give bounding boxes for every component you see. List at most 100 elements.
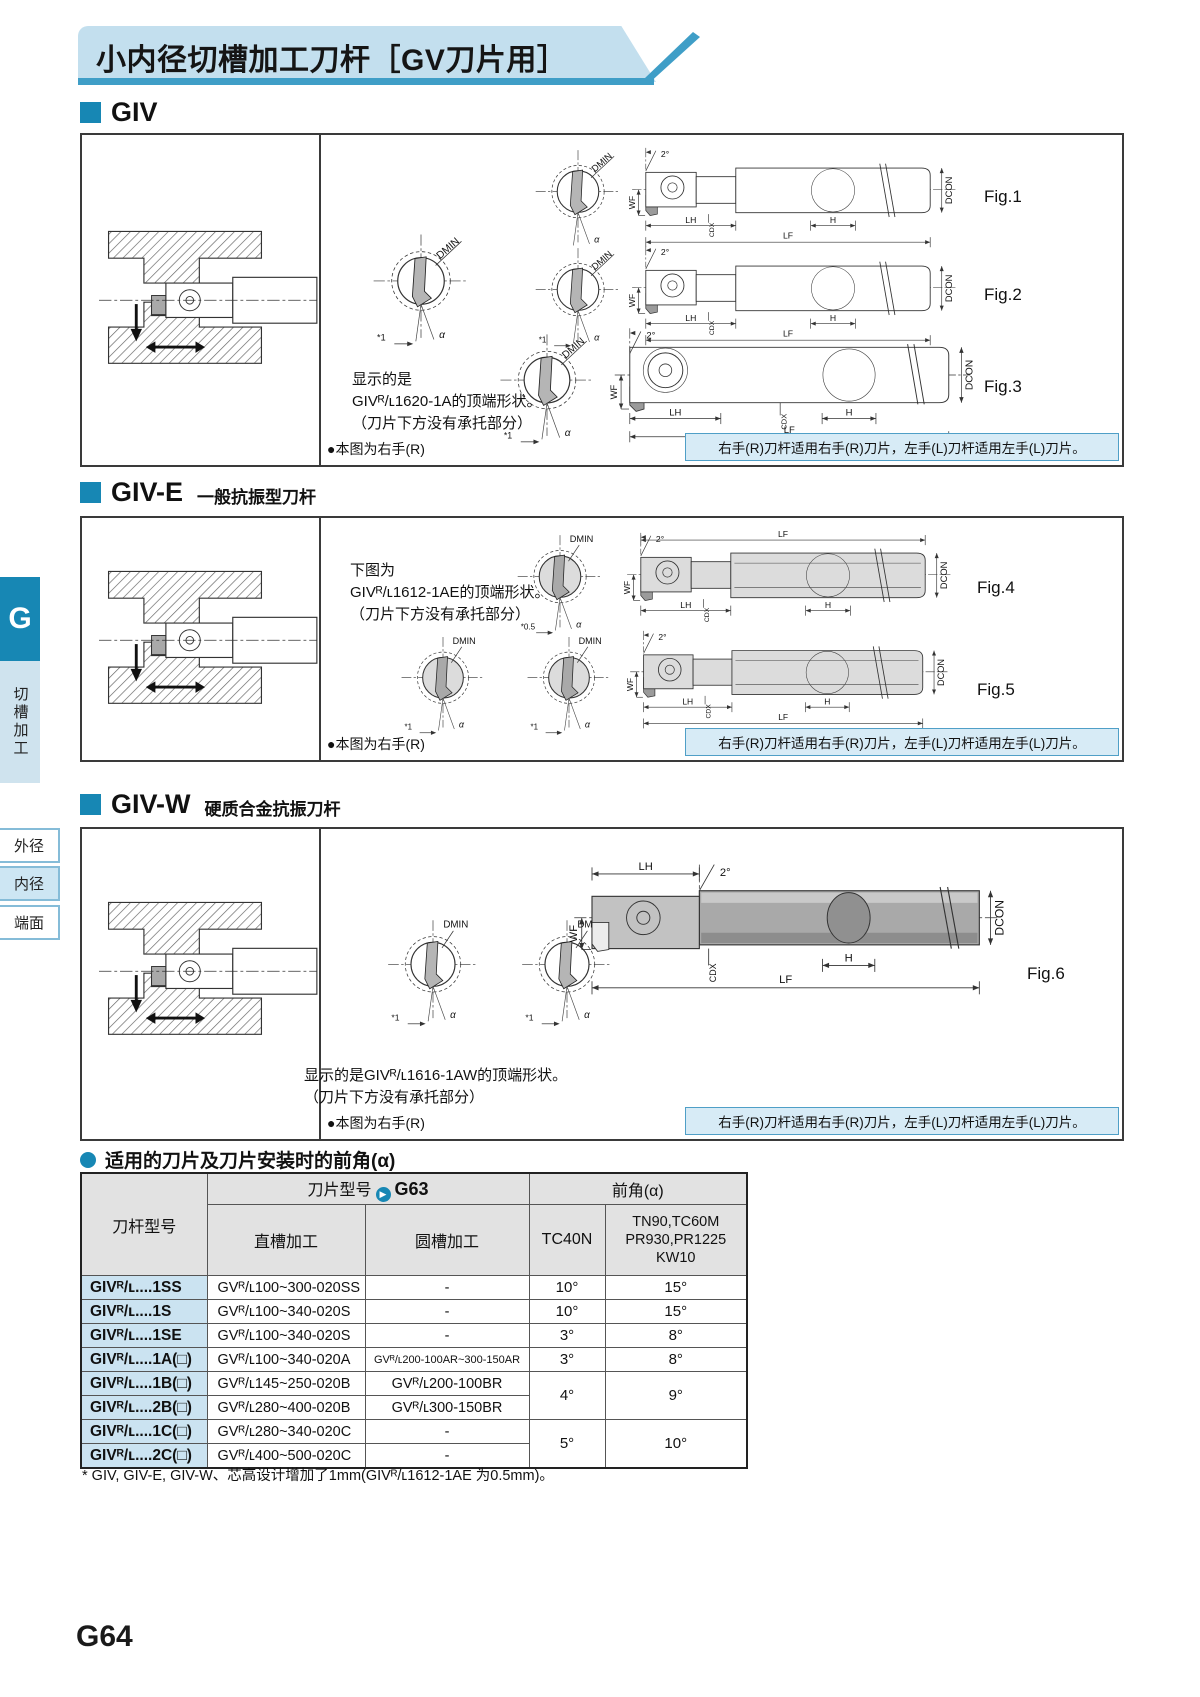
section-title: GIV-E [111, 477, 184, 507]
dim-cdx: CDX [709, 320, 716, 335]
section-subtitle: 硬质合金抗振刀杆 [204, 800, 341, 819]
section-square-icon [80, 482, 101, 503]
figure-label: Fig.2 [984, 285, 1022, 304]
cell-round-groove: - [364, 1443, 530, 1469]
cell-round-groove: GVᴿ/ʟ200-100AR~300-150AR [364, 1347, 530, 1372]
page-title: 小内径切槽加工刀杆［GV刀片用］ [96, 44, 568, 77]
bullet-icon [80, 1151, 96, 1168]
cell-straight-groove: GVᴿ/ʟ280~400-020B [206, 1395, 366, 1420]
hand-rule-strip: 右手(R)刀杆适用右手(R)刀片，左手(L)刀杆适用左手(L)刀片。 [685, 433, 1119, 461]
dim-lh: LH [680, 600, 691, 610]
cutaway-diagram [94, 891, 319, 1063]
dim-alpha: α [576, 619, 582, 629]
dim-wf: WF [627, 196, 637, 209]
cell-rake-tc40n: 4° [528, 1371, 606, 1420]
sidebar-tab-face: 端面 [0, 905, 60, 940]
dim-dmin: DMIN [590, 151, 614, 174]
table-heading-text: 适用的刀片及刀片安装时的前角(α) [105, 1151, 396, 1172]
figure-box-giv: DMIN α *1 显示的是 GIVᴿ/ʟ1620-1A的顶端形状。 （刀片下方没有… [80, 133, 1124, 467]
dim-deg2: 2° [661, 149, 669, 159]
dim-dmin: DMIN [453, 636, 476, 646]
cell-round-groove: - [364, 1275, 530, 1300]
note-giv: 显示的是 GIVᴿ/ʟ1620-1A的顶端形状。 （刀片下方没有承托部分） [352, 369, 542, 434]
section-square-icon [80, 102, 101, 123]
cell-rake-others: 9° [604, 1371, 748, 1420]
note-line: GIVᴿ/ʟ1620-1A的顶端形状。 [352, 392, 542, 410]
dim-star: *1 [525, 1013, 533, 1023]
dim-alpha: α [450, 1010, 456, 1021]
table-row: GIVᴿ/ʟ....2C(□)GVᴿ/ʟ400~500-020C- [80, 1443, 747, 1469]
dim-lh: LH [669, 407, 681, 418]
figure-label: Fig.3 [984, 377, 1022, 396]
note-line: （刀片下方没有承托部分） [350, 605, 531, 623]
dim-h: H [846, 407, 853, 418]
cell-rake-tc40n: 10° [528, 1275, 606, 1300]
cell-model: GIVᴿ/ʟ....2C(□) [80, 1443, 208, 1469]
dim-lf: LF [779, 974, 792, 986]
insert-ref-page: G63 [394, 1179, 429, 1199]
table-footnote: * GIV, GIV-E, GIV-W、芯高设计增加了1mm(GIVᴿ/ʟ161… [82, 1468, 554, 1484]
sidebar-tab-inner-diameter: 内径 [0, 866, 60, 901]
dim-lf: LF [783, 231, 793, 241]
hand-rule-strip: 右手(R)刀杆适用右手(R)刀片，左手(L)刀杆适用左手(L)刀片。 [685, 1107, 1119, 1135]
divider [319, 829, 321, 1139]
dim-cdx: CDX [704, 607, 711, 622]
note-giv-e: 下图为 GIVᴿ/ʟ1612-1AE的顶端形状。 （刀片下方没有承托部分） [350, 560, 550, 625]
dim-lh: LH [685, 215, 696, 225]
dim-star: *1 [539, 336, 547, 345]
note-line: 下图为 [350, 562, 396, 579]
insert-ref-icon: ▶ [375, 1187, 391, 1202]
dim-cdx: CDX [780, 414, 789, 430]
cutaway-diagram [94, 220, 319, 392]
figure-label: Fig.1 [984, 187, 1022, 206]
cell-rake-others: 8° [604, 1347, 748, 1372]
cell-model: GIVᴿ/ʟ....1SS [80, 1275, 208, 1300]
table-row: GIVᴿ/ʟ....1C(□)GVᴿ/ʟ280~340-020C-5°10° [80, 1419, 748, 1469]
dim-wf: WF [622, 581, 632, 594]
divider [319, 518, 321, 760]
section-square-icon [80, 794, 101, 815]
dim-star: *1 [405, 723, 413, 732]
dim-h: H [825, 600, 831, 610]
dim-alpha: α [594, 332, 600, 342]
dim-dmin: DMIN [560, 336, 587, 361]
cell-straight-groove: GVᴿ/ʟ280~340-020C [206, 1419, 366, 1444]
col-round-groove: 圆槽加工 [364, 1204, 530, 1276]
dim-h: H [830, 215, 836, 225]
dim-lf: LF [783, 329, 793, 339]
cell-model: GIVᴿ/ʟ....1SE [80, 1323, 208, 1348]
col-toolholder: 刀杆型号 [80, 1172, 208, 1276]
cell-straight-groove: GVᴿ/ʟ145~250-020B [206, 1371, 366, 1396]
cell-rake-tc40n: 10° [528, 1299, 606, 1324]
cell-rake-tc40n: 3° [528, 1323, 606, 1348]
sidebar-tab-outer-diameter: 外径 [0, 828, 60, 863]
cell-rake-tc40n: 3° [528, 1347, 606, 1372]
dim-cdx: CDX [709, 222, 716, 237]
section-heading-giv-e: GIV-E 一般抗振型刀杆 [80, 477, 316, 508]
hand-rule-strip: 右手(R)刀杆适用右手(R)刀片，左手(L)刀杆适用左手(L)刀片。 [685, 728, 1119, 756]
cell-rake-others: 15° [604, 1275, 748, 1300]
cell-model: GIVᴿ/ʟ....1C(□) [80, 1419, 208, 1444]
col-tc40n: TC40N [528, 1204, 606, 1276]
dim-star: *1 [504, 430, 512, 440]
section-title: GIV [111, 97, 158, 127]
figure-box-giv-e: 下图为 GIVᴿ/ʟ1612-1AE的顶端形状。 （刀片下方没有承托部分） DM… [80, 516, 1124, 762]
dim-deg2: 2° [646, 331, 655, 342]
cell-straight-groove: GVᴿ/ʟ400~500-020C [206, 1443, 366, 1469]
dim-deg2: 2° [658, 632, 666, 642]
dim-wf: WF [625, 678, 635, 691]
note-giv-w: 显示的是GIVᴿ/ʟ1616-1AW的顶端形状。 （刀片下方没有承托部分） [304, 1065, 567, 1109]
insert-tip-view: DMIN α *1 [528, 245, 628, 358]
dim-alpha: α [594, 234, 600, 244]
cell-straight-groove: GVᴿ/ʟ100~340-020A [206, 1347, 366, 1372]
dim-alpha: α [585, 719, 591, 729]
